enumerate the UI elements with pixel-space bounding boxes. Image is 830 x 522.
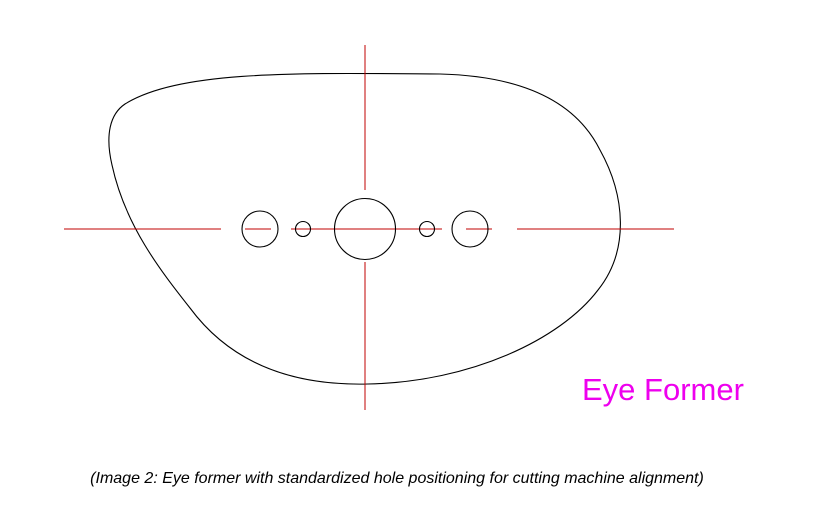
figure-caption: (Image 2: Eye former with standardized h… [90,470,704,487]
right-small-hole [418,220,436,238]
right-large-hole [451,210,489,248]
center-hole [333,197,397,261]
left-small-hole [294,220,312,238]
centerlines [64,45,674,410]
eye-former-label: Eye Former [582,372,744,407]
eye-former-outline [108,72,621,385]
left-large-hole [241,210,279,248]
alignment-holes [241,197,489,261]
